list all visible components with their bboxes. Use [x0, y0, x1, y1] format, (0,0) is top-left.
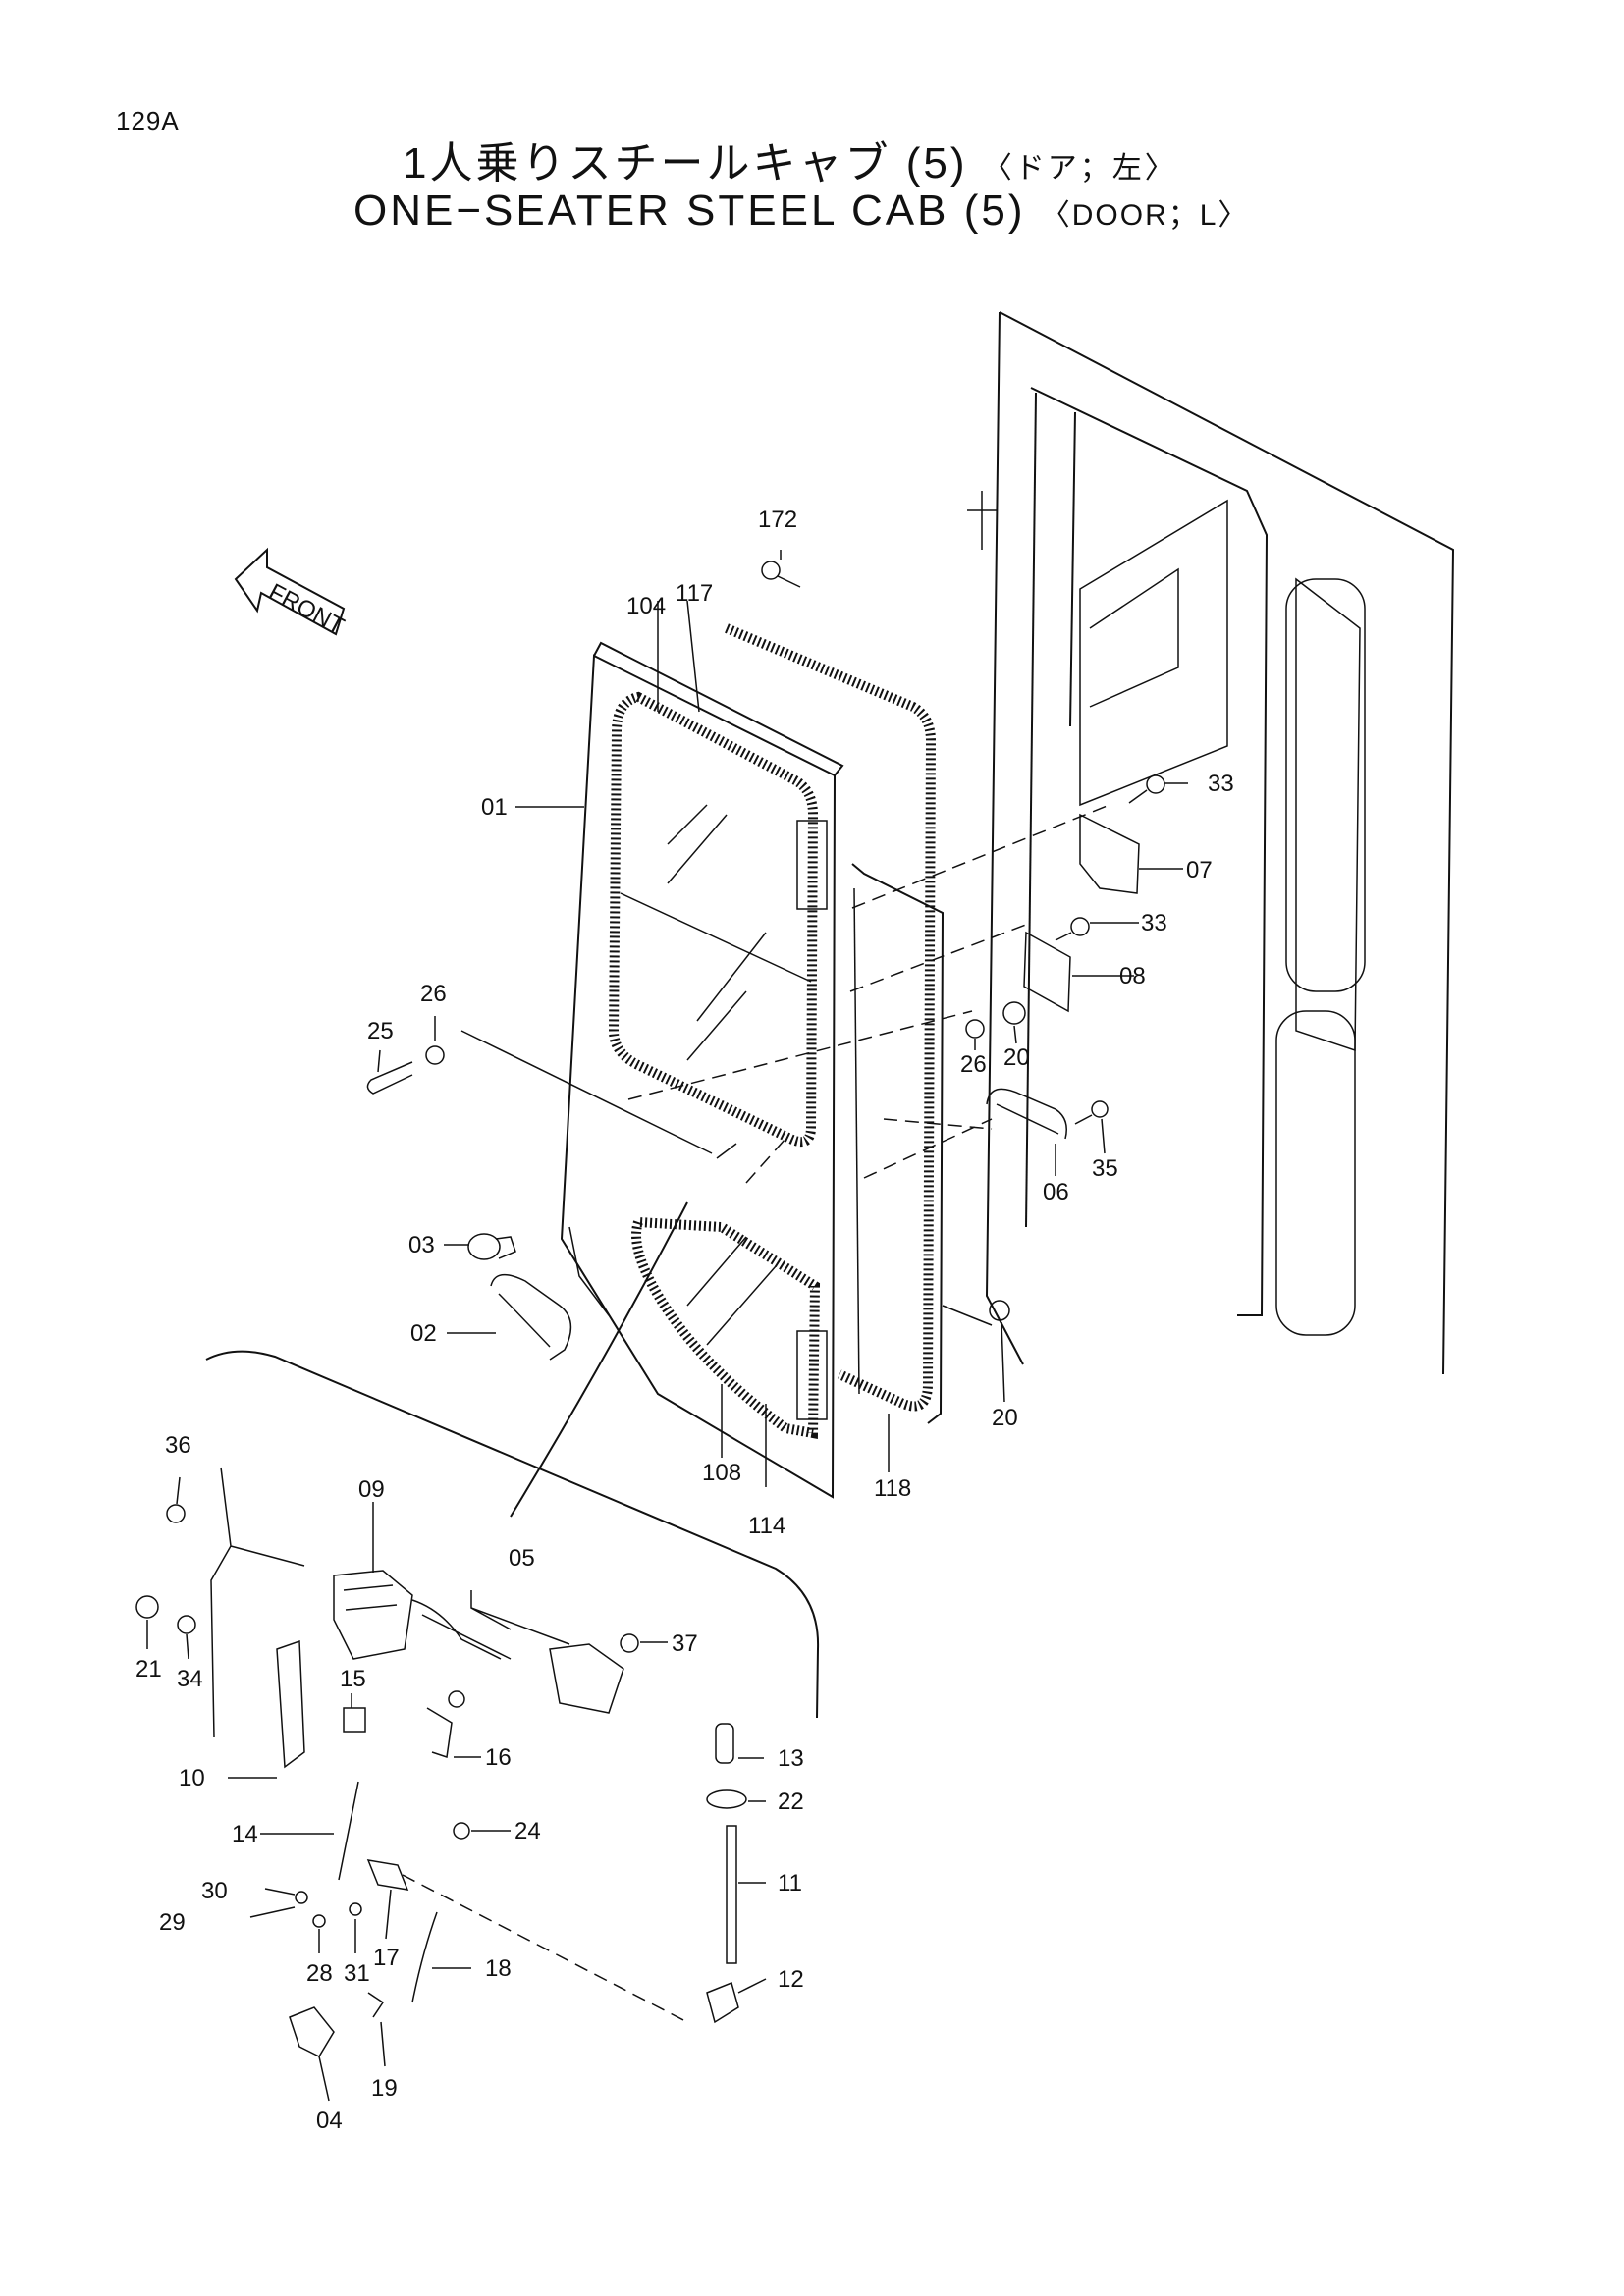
callout-17: 17 — [373, 1945, 400, 1971]
cab-body — [967, 311, 1455, 1375]
callout-37: 37 — [672, 1630, 698, 1657]
title-english-sub: 〈DOOR；L〉 — [1040, 199, 1250, 232]
callout-09: 09 — [358, 1476, 385, 1503]
callout-22: 22 — [778, 1789, 804, 1815]
title-english-main: ONE−SEATER STEEL CAB (5) — [353, 187, 1026, 235]
callout-07: 07 — [1186, 857, 1213, 883]
lock-detail-view — [135, 1201, 820, 2057]
callout-20-lower: 20 — [992, 1405, 1018, 1431]
callout-117: 117 — [676, 580, 713, 607]
callout-29: 29 — [159, 1909, 186, 1936]
callout-34: 34 — [177, 1666, 203, 1692]
title-japanese-main: 1人乗りスチールキャブ (5) — [403, 139, 968, 187]
callout-03: 03 — [408, 1232, 435, 1258]
callout-13: 13 — [778, 1745, 804, 1772]
callout-36: 36 — [165, 1432, 191, 1459]
callout-06: 06 — [1043, 1179, 1069, 1205]
callout-33-lower: 33 — [1141, 910, 1167, 936]
callout-104: 104 — [626, 593, 666, 619]
title-japanese: 1人乗りスチールキャブ (5) 〈ドア；左〉 — [403, 128, 1177, 190]
callout-33-upper: 33 — [1208, 771, 1234, 797]
callout-26-left: 26 — [420, 981, 447, 1007]
callout-15: 15 — [340, 1666, 366, 1692]
page-number: 129A — [116, 106, 180, 135]
callout-14: 14 — [232, 1821, 258, 1847]
title-japanese-sub: 〈ドア；左〉 — [982, 152, 1177, 185]
callout-05: 05 — [509, 1545, 535, 1572]
callout-25: 25 — [367, 1018, 394, 1044]
callout-26-right: 26 — [960, 1051, 987, 1078]
callout-16: 16 — [485, 1744, 512, 1771]
callout-30: 30 — [201, 1878, 228, 1904]
title-english: ONE−SEATER STEEL CAB (5) 〈DOOR；L〉 — [353, 187, 1249, 236]
callout-02: 02 — [410, 1320, 437, 1347]
callout-leaders — [146, 550, 1188, 2102]
callout-10: 10 — [179, 1765, 205, 1791]
callout-108: 108 — [702, 1460, 741, 1486]
callout-labels: 172 104 117 01 33 07 33 08 26 25 26 20 0… — [135, 507, 1234, 2134]
callout-24: 24 — [514, 1818, 541, 1844]
callout-21: 21 — [135, 1656, 162, 1682]
callout-04: 04 — [316, 2108, 343, 2134]
callout-19: 19 — [371, 2075, 398, 2102]
callout-172: 172 — [758, 507, 797, 533]
door-fittings — [366, 561, 1165, 1361]
callout-11: 11 — [778, 1870, 802, 1896]
callout-28: 28 — [306, 1960, 333, 1987]
front-direction-indicator: FRONT — [234, 547, 349, 640]
callout-01: 01 — [481, 794, 508, 821]
callout-118: 118 — [874, 1475, 911, 1502]
callout-08: 08 — [1119, 963, 1146, 989]
callout-31: 31 — [344, 1960, 370, 1987]
callout-20-upper: 20 — [1003, 1044, 1030, 1071]
callout-35: 35 — [1092, 1155, 1118, 1182]
door-assembly — [460, 623, 1110, 1499]
callout-12: 12 — [778, 1966, 804, 1993]
callout-18: 18 — [485, 1955, 512, 1982]
callout-114: 114 — [748, 1513, 785, 1539]
